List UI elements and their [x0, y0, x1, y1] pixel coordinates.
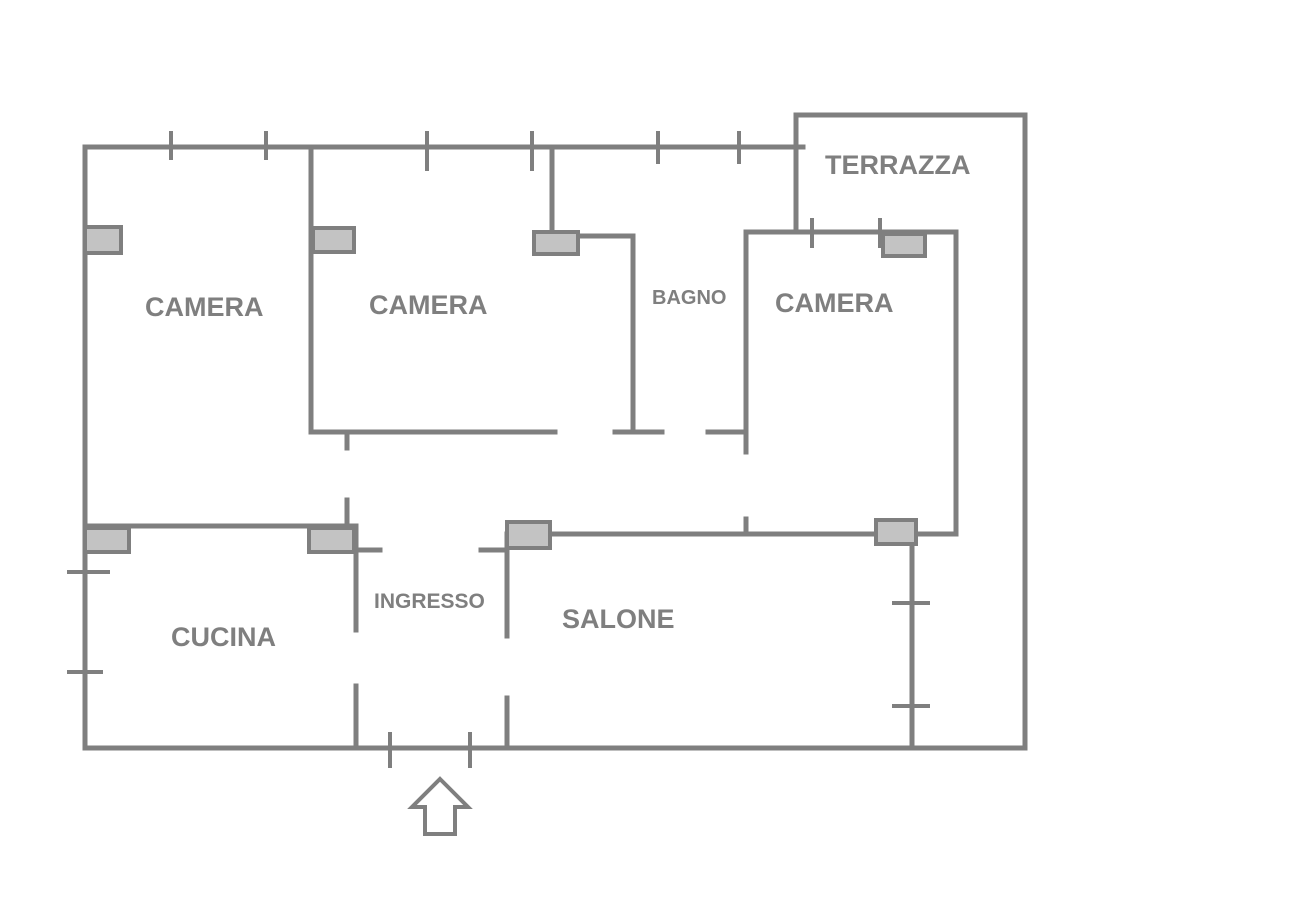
up-arrow-icon: [407, 776, 473, 836]
radiator: [83, 526, 131, 554]
room-label-terrazza: TERRAZZA: [825, 150, 970, 180]
radiator: [83, 225, 123, 255]
room-label-salone: SALONE: [562, 604, 675, 634]
room-label-ingresso: INGRESSO: [374, 590, 485, 613]
room-labels: CAMERA CAMERA BAGNO CAMERA TERRAZZA CUCI…: [145, 150, 970, 652]
windows: [67, 131, 930, 768]
room-label-camera-1: CAMERA: [145, 292, 264, 322]
radiators: [83, 225, 927, 554]
room-label-camera-2: CAMERA: [369, 290, 488, 320]
radiator: [874, 518, 918, 546]
radiator: [532, 230, 580, 256]
room-label-cucina: CUCINA: [171, 622, 276, 652]
walls: [82, 112, 1028, 751]
room-label-bagno: BAGNO: [652, 287, 726, 309]
radiator: [307, 526, 356, 554]
radiator: [311, 226, 356, 254]
room-label-camera-3: CAMERA: [775, 288, 894, 318]
radiator: [881, 232, 927, 258]
radiator: [505, 520, 552, 550]
